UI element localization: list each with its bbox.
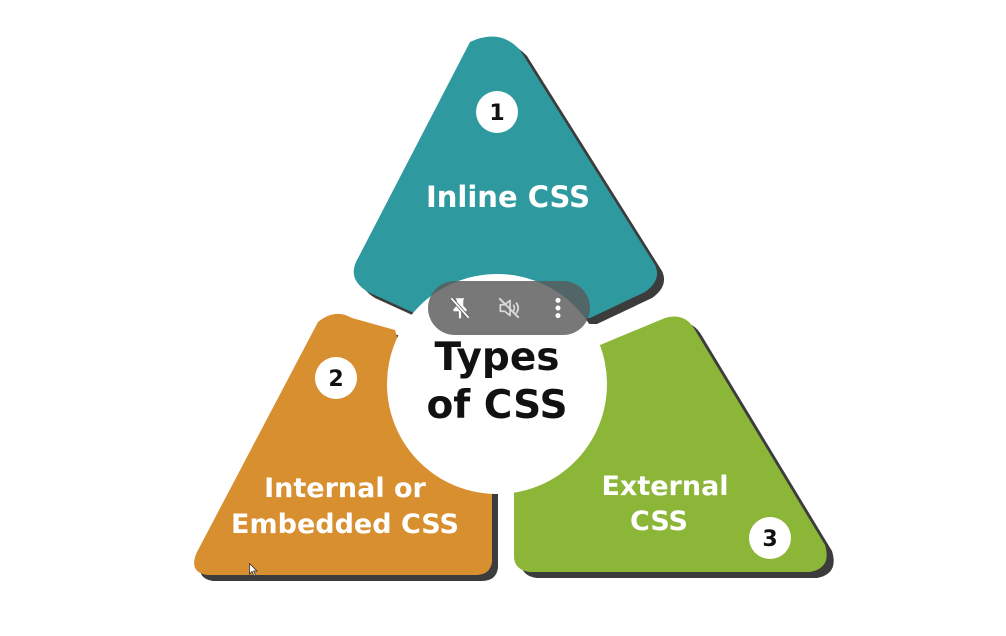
external-css-label-line2: CSS: [630, 506, 688, 537]
unpin-button[interactable]: [440, 288, 480, 328]
badge-1-number: 1: [489, 101, 504, 126]
external-css-label-line1: External: [601, 471, 728, 502]
inline-css-shape: [353, 36, 658, 319]
mouse-cursor-icon: [249, 563, 258, 577]
badge-2-number: 2: [328, 367, 343, 392]
badge-1: [476, 91, 518, 133]
center-title-line2: of CSS: [426, 383, 567, 428]
badge-3: [749, 517, 791, 559]
badge-3-number: 3: [762, 527, 777, 552]
internal-css-segment: [194, 313, 498, 581]
more-vert-icon: [555, 297, 561, 319]
volume-off-icon: [498, 297, 520, 319]
external-css-segment: [514, 316, 834, 578]
pin-off-icon: [450, 297, 471, 319]
center-title-line1: Types: [435, 335, 560, 380]
inline-css-segment: [353, 36, 665, 325]
more-options-button[interactable]: [538, 288, 578, 328]
media-controls-overlay: [428, 281, 590, 335]
internal-css-label-line1: Internal or: [264, 473, 426, 504]
internal-css-shape: [194, 313, 492, 575]
external-css-shape: [514, 316, 827, 572]
mute-button[interactable]: [489, 288, 529, 328]
internal-css-label-line2: Embedded CSS: [231, 509, 459, 540]
inline-css-label: Inline CSS: [426, 180, 590, 214]
badge-2: [315, 357, 357, 399]
